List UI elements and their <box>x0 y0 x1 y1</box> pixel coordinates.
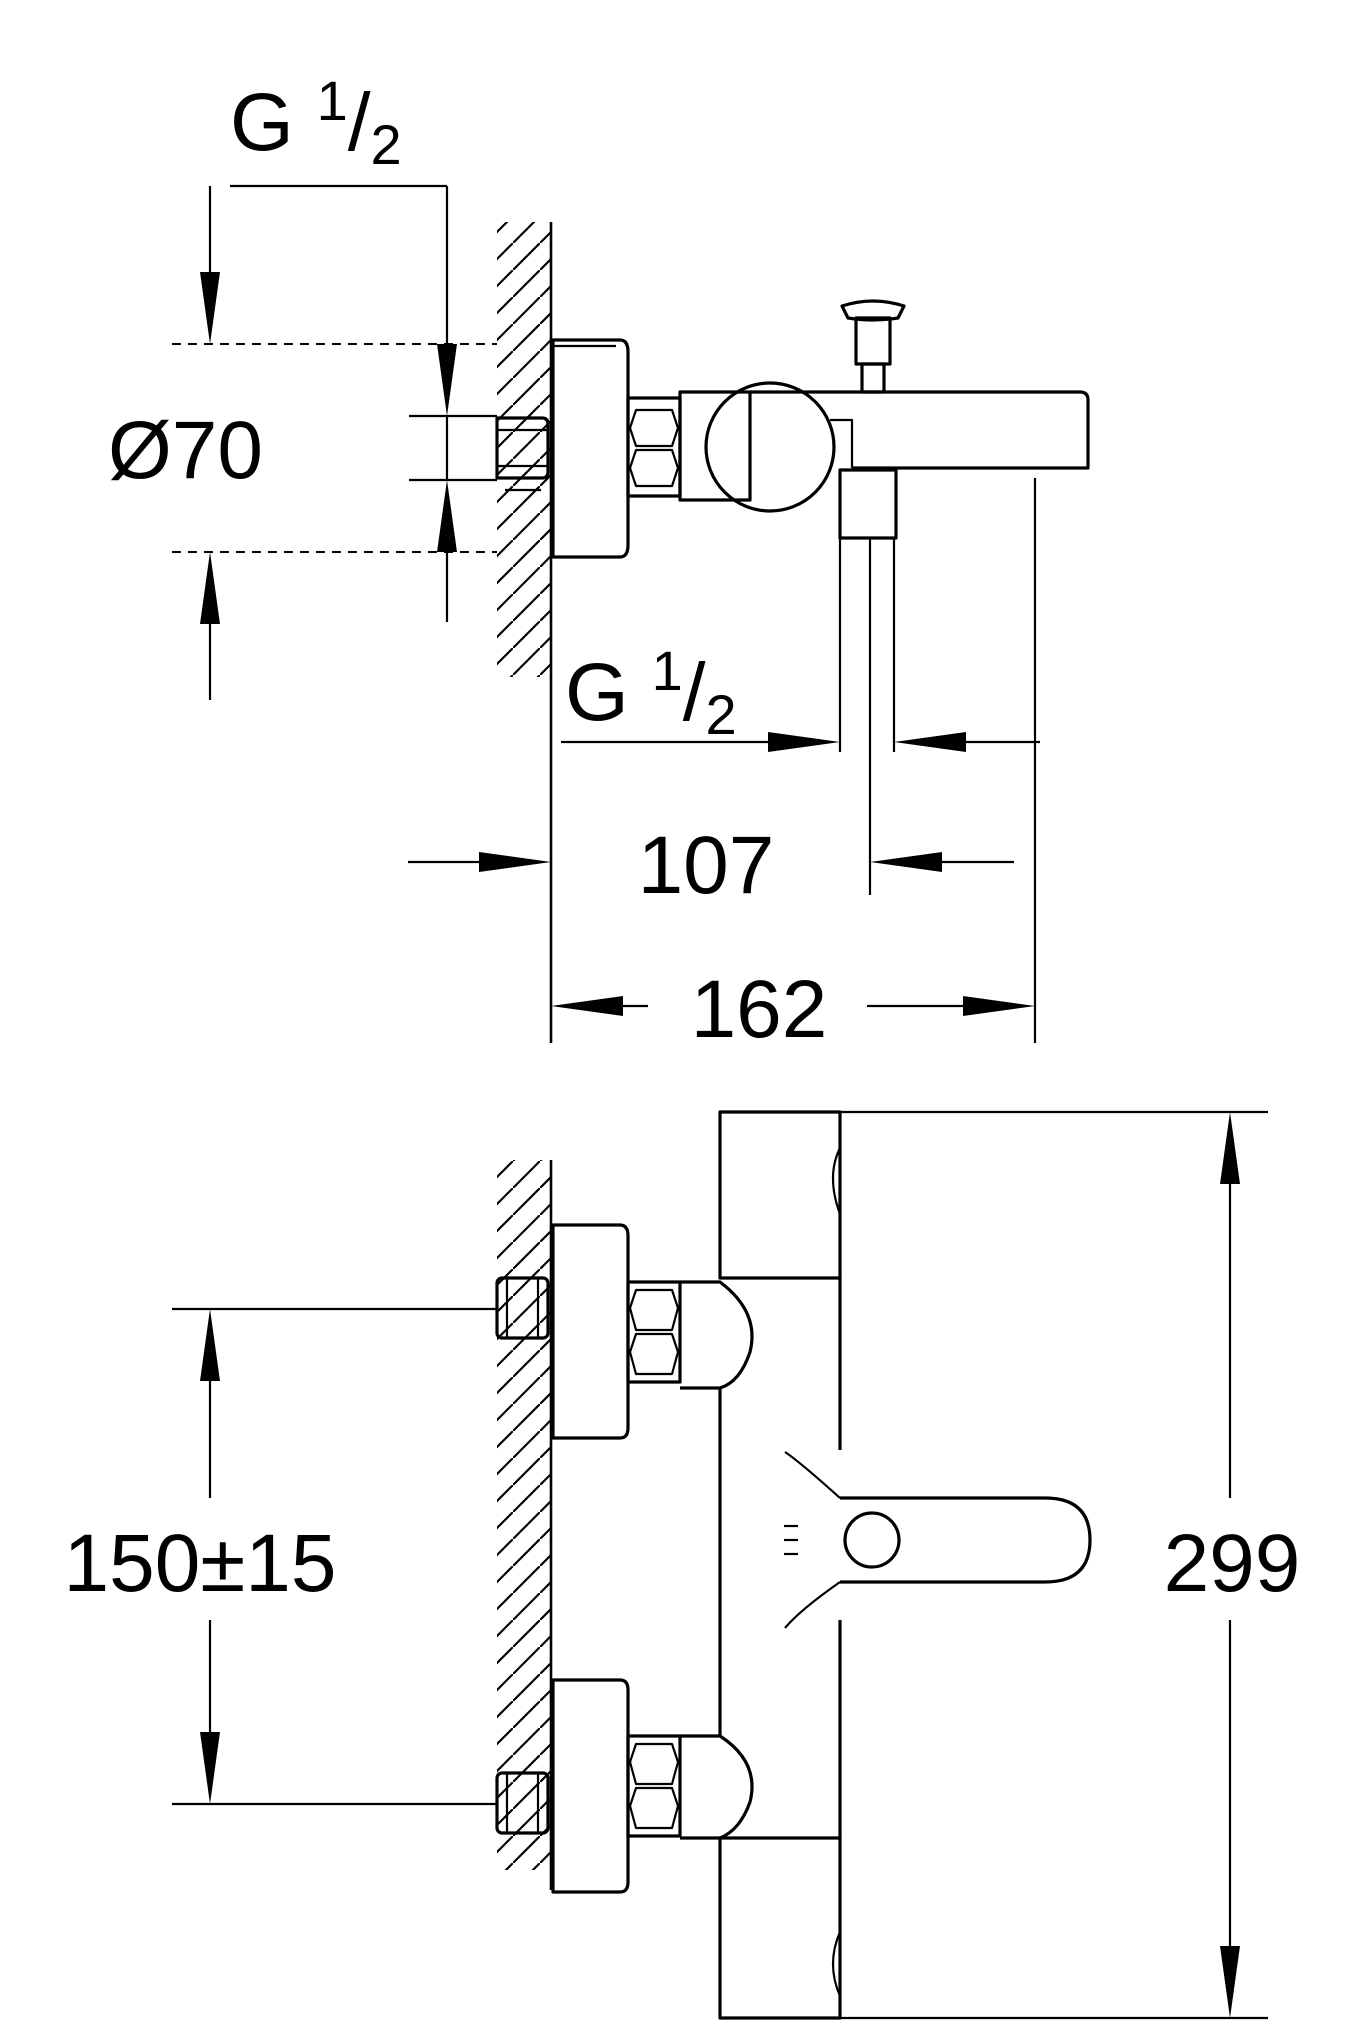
wall-front <box>497 1160 553 1890</box>
mixer-body-front <box>718 1110 842 2020</box>
spout-outlet <box>838 468 898 895</box>
inlet-connector-lower <box>495 1678 754 1894</box>
diameter-label: Ø70 <box>108 405 263 496</box>
side-view: G 1/2 Ø70 <box>108 69 1090 1055</box>
dim-center-distance <box>172 1307 497 1806</box>
thread-dimension-top <box>230 184 497 622</box>
spout-front <box>784 1451 1092 1629</box>
mixer-body-side <box>678 381 1090 513</box>
dim-height-label: 299 <box>1164 1518 1301 1609</box>
diameter-dimension <box>172 186 497 700</box>
diverter-knob <box>840 299 906 394</box>
thread-dimension-outlet <box>561 538 1040 752</box>
inlet-connector-upper <box>495 1223 754 1440</box>
dim-height <box>840 1110 1268 2020</box>
dim-107-label: 107 <box>638 820 775 911</box>
wall-side <box>497 222 553 1043</box>
dim-162-label: 162 <box>691 964 828 1055</box>
rosette-side <box>551 338 630 559</box>
front-view: 150±15 299 <box>63 1110 1301 2020</box>
thread-label-top: G 1/2 <box>230 69 402 176</box>
hex-nut-side <box>626 396 682 498</box>
dim-107 <box>408 852 1014 872</box>
dim-162 <box>551 478 1037 1043</box>
inlet-connector-side <box>495 416 550 492</box>
dim-center-label: 150±15 <box>63 1518 336 1609</box>
thread-label-outlet: G 1/2 <box>565 639 737 746</box>
